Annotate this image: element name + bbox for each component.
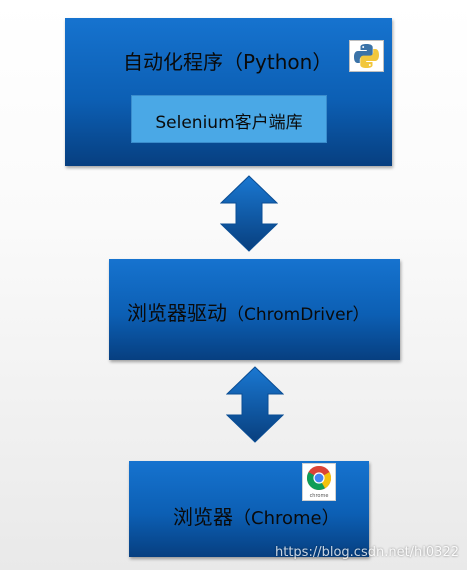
chrome-icon: chrome (302, 463, 336, 501)
browser-title: 浏览器 (173, 505, 233, 529)
selenium-client-library-box: Selenium客户端库 (131, 95, 327, 143)
browser-box: 浏览器（Chrome） chrome (129, 461, 369, 557)
bidirectional-arrow-top (220, 175, 278, 252)
automation-program-title: 自动化程序 (123, 50, 223, 74)
chrome-icon-caption: chrome (309, 493, 329, 499)
browser-driver-subtitle: （ChromDriver） (227, 305, 370, 325)
browser-driver-box: 浏览器驱动（ChromDriver） (109, 259, 400, 360)
selenium-client-library-label: Selenium客户端库 (155, 113, 303, 133)
bidirectional-arrow-bottom (226, 366, 284, 443)
watermark-url: https://blog.csdn.net/hl0322 (275, 545, 459, 560)
automation-program-label: 自动化程序（Python） (123, 46, 332, 75)
python-icon (349, 40, 384, 72)
browser-subtitle: （Chrome） (233, 508, 340, 529)
automation-program-subtitle: （Python） (223, 50, 333, 74)
browser-driver-title: 浏览器驱动 (127, 301, 227, 325)
automation-program-box: 自动化程序（Python） Selenium客户端库 (65, 18, 392, 166)
browser-driver-label: 浏览器驱动（ChromDriver） (127, 297, 370, 326)
browser-label: 浏览器（Chrome） (173, 501, 340, 530)
